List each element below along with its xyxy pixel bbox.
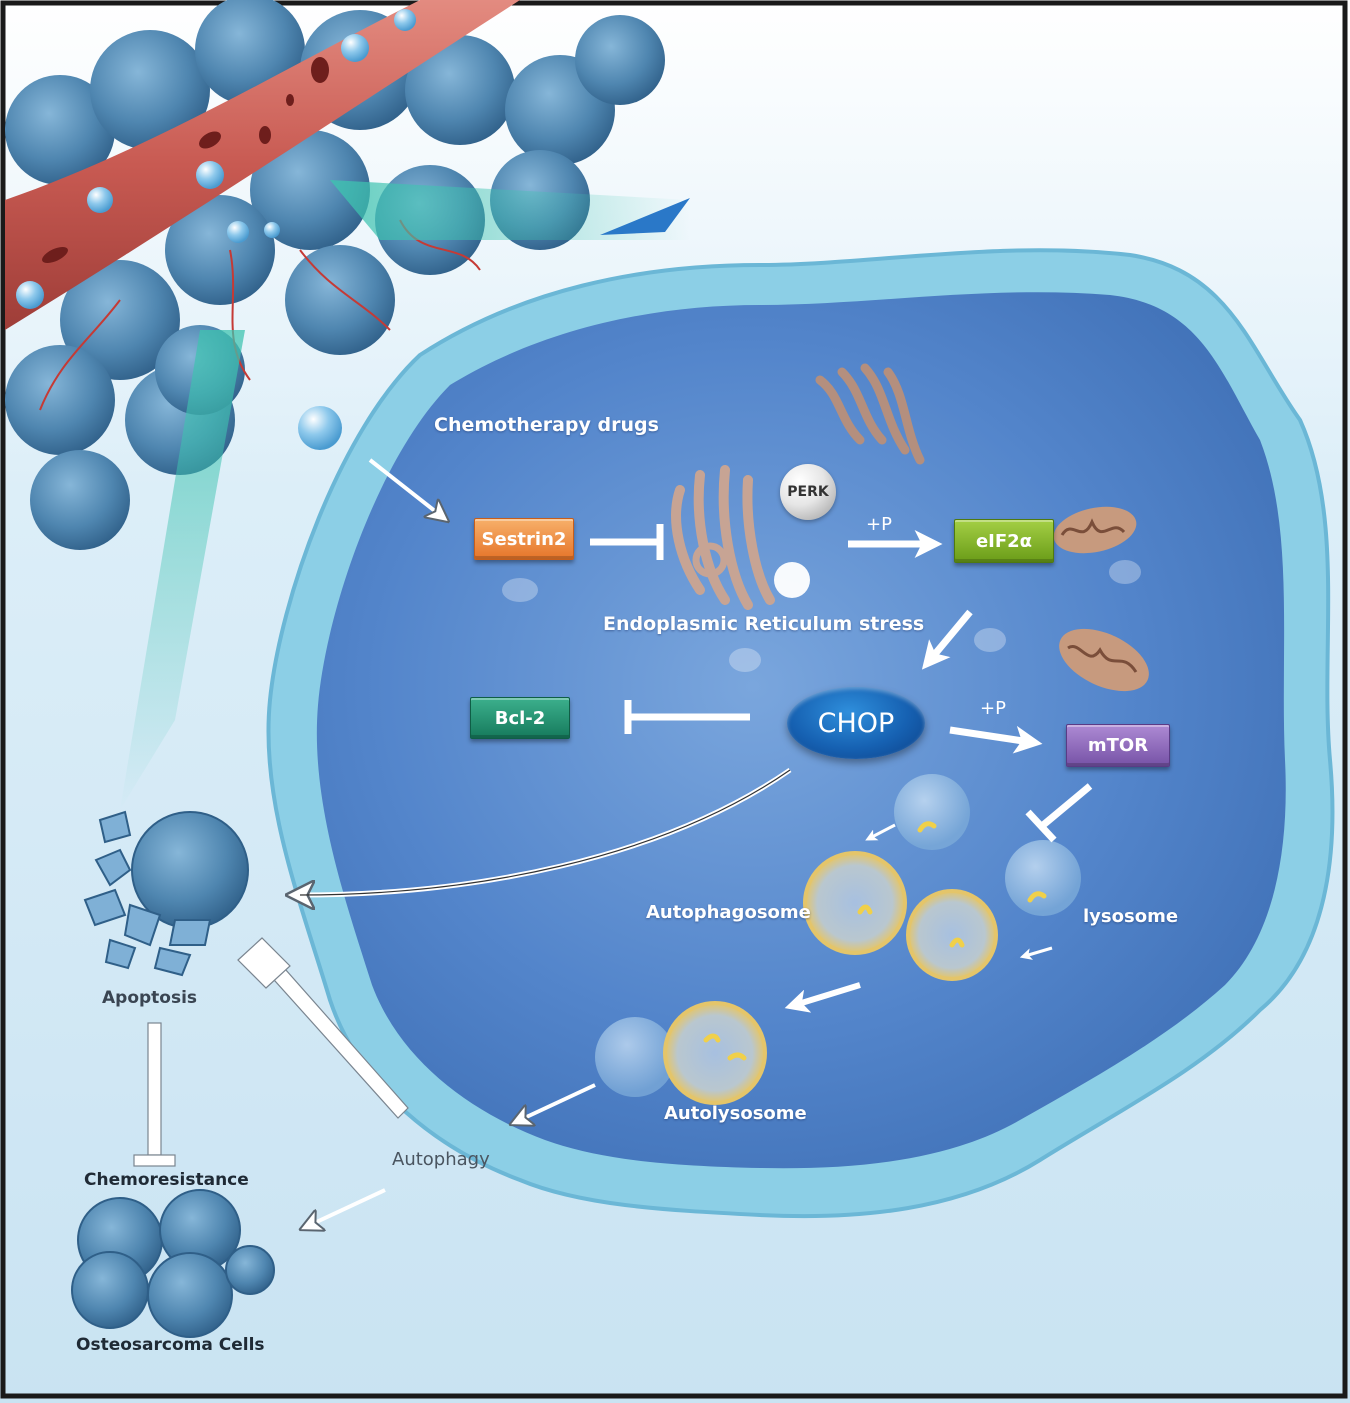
label-apoptosis: Apoptosis [102,988,198,1008]
lysosome-icon [1005,840,1081,916]
golgi-apparatus-icon [815,363,925,465]
endoplasmic-reticulum-icon [671,465,775,610]
zoom-arrow-icon [600,198,690,235]
apoptotic-cell-icon [83,810,249,977]
vesicle-icon [894,774,970,850]
er-vesicle [774,562,810,598]
node-chop: CHOP [787,687,925,759]
zoom-beam-left [120,330,245,810]
drug-particle [298,406,342,450]
phospho-label: +P [980,698,1006,719]
node-perk: PERK [780,464,836,520]
label-chemotherapy-drugs: Chemotherapy drugs [434,414,659,436]
autophagy-arrow [520,1083,596,1120]
label-er-stress: Endoplasmic Reticulum stress [603,613,925,635]
node-sestrin2: Sestrin2 [474,518,574,560]
chemoresistance-arrow [310,1188,386,1225]
inhibition-autophagy-apoptosis [237,937,409,1119]
autophagosome-icon [803,851,907,955]
tumor-cluster [5,0,665,550]
label-autolysosome: Autolysosome [664,1103,807,1124]
label-osteosarcoma-cells: Osteosarcoma Cells [76,1335,265,1355]
node-mtor: mTOR [1066,724,1170,767]
lysosome-icon [595,1017,675,1097]
node-bcl2: Bcl-2 [470,697,570,739]
phospho-label: +P [866,514,892,535]
autolysosome-icon [663,1001,767,1105]
zoom-beam-top [330,180,690,240]
osteosarcoma-cells-icon [71,1189,275,1338]
label-autophagy: Autophagy [392,1149,490,1170]
label-chemoresistance: Chemoresistance [84,1170,249,1190]
label-autophagosome: Autophagosome [646,902,811,923]
pathway-arrows [590,524,1093,1013]
node-eif2a: eIF2α [954,519,1054,563]
autophagosome-icon [906,889,998,981]
mitochondrion-icon [1053,506,1149,692]
drug-entry-arrow [368,458,440,515]
inhibition-apoptosis-chemoresistance [133,1022,176,1167]
blood-vessel [5,0,520,411]
label-lysosome: lysosome [1083,906,1179,927]
